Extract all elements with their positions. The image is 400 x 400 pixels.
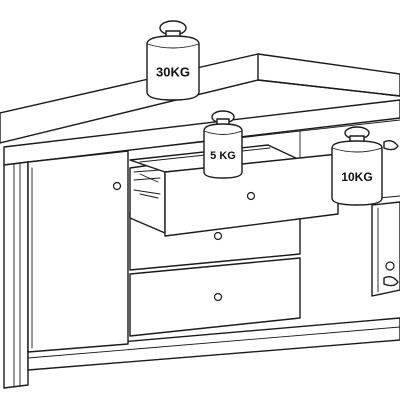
cabinet-left-side (3, 161, 29, 389)
cabinet-plinth (27, 317, 400, 371)
sideboard-cabinet (0, 53, 400, 389)
weight-30kg: 30KG (146, 20, 200, 101)
weight-10kg: 10KG (331, 126, 383, 206)
left-door (27, 150, 129, 353)
middle-drawer-knob (213, 231, 223, 241)
right-door-knob (385, 261, 395, 271)
weight-5kg: 5 KG (203, 110, 243, 179)
weight-5kg-label: 5 KG (210, 150, 236, 162)
weight-10kg-label: 10KG (341, 170, 372, 184)
left-door-knob (112, 181, 122, 191)
top-drawer-knob (246, 191, 256, 201)
weight-30kg-label: 30KG (156, 64, 190, 79)
right-open-door (371, 139, 400, 297)
hinge-lower (383, 275, 399, 287)
hinge-upper (383, 139, 399, 151)
bottom-drawer-knob (213, 292, 223, 302)
cabinet-top-front (3, 99, 400, 166)
